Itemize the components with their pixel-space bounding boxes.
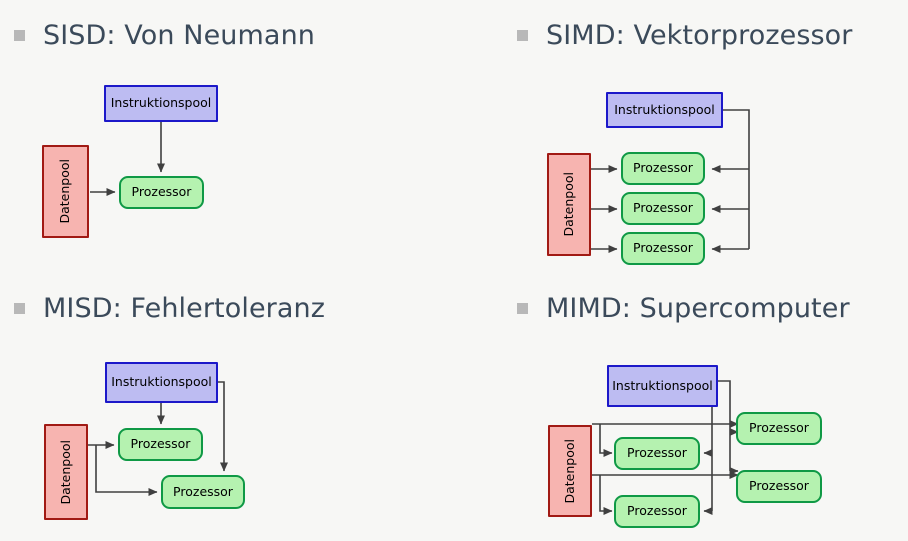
node-data-pool: Datenpool [44,424,88,520]
bullet-square-icon [517,30,528,41]
node-processor-1: Prozessor [621,152,705,185]
quadrant-mimd: MIMD: Supercomputer [454,271,908,541]
bullet-square-icon [14,30,25,41]
node-processor-outer-2-label: Prozessor [749,478,809,494]
node-instruction-pool: Instruktionspool [105,362,218,403]
node-processor-outer-2: Prozessor [736,470,822,503]
node-data-pool-label: Datenpool [560,172,576,237]
node-processor-outer-1: Prozessor [736,412,822,445]
node-processor-1-label: Prozessor [131,184,192,200]
heading-sisd-label: SISD: Von Neumann [43,20,315,51]
node-instruction-pool-label: Instruktionspool [110,95,212,111]
node-processor-inner-1-label: Prozessor [627,445,687,461]
node-processor-2-label: Prozessor [173,483,233,499]
node-processor-3: Prozessor [621,232,705,265]
node-processor-1: Prozessor [118,428,203,461]
node-data-pool: Datenpool [548,425,592,517]
bullet-square-icon [14,303,25,314]
node-processor-outer-1-label: Prozessor [749,420,809,436]
node-processor-1: Prozessor [119,176,204,209]
node-instruction-pool-label: Instruktionspool [614,101,715,117]
quadrant-misd: MISD: Fehlertoleranz Instruktions [0,271,454,541]
node-data-pool-label: Datenpool [57,439,73,505]
bullet-square-icon [517,303,528,314]
node-processor-1-label: Prozessor [633,160,693,176]
node-instruction-pool: Instruktionspool [607,365,718,407]
quadrant-sisd: SISD: Von Neumann Instruktionspool Daten… [0,0,454,270]
node-processor-2: Prozessor [621,192,705,225]
node-data-pool-label: Datenpool [57,159,73,224]
node-instruction-pool: Instruktionspool [606,92,723,128]
node-processor-3-label: Prozessor [633,240,693,256]
heading-mimd-label: MIMD: Supercomputer [546,293,850,324]
heading-sisd: SISD: Von Neumann [14,22,315,49]
heading-simd: SIMD: Vektorprozessor [517,22,853,49]
heading-misd-label: MISD: Fehlertoleranz [43,293,326,324]
heading-mimd: MIMD: Supercomputer [517,295,850,322]
heading-misd: MISD: Fehlertoleranz [14,295,325,322]
node-data-pool: Datenpool [547,153,591,256]
node-instruction-pool: Instruktionspool [104,85,218,122]
node-instruction-pool-label: Instruktionspool [111,374,212,390]
node-processor-inner-2: Prozessor [614,495,700,528]
node-data-pool: Datenpool [42,145,89,238]
node-processor-2: Prozessor [161,475,245,509]
node-processor-2-label: Prozessor [633,200,693,216]
node-processor-inner-2-label: Prozessor [627,503,687,519]
node-processor-1-label: Prozessor [130,436,191,452]
node-processor-inner-1: Prozessor [614,437,700,470]
quadrant-simd: SIMD: Vektorprozessor In [454,0,908,270]
node-data-pool-label: Datenpool [561,438,577,504]
heading-simd-label: SIMD: Vektorprozessor [546,20,853,51]
node-instruction-pool-label: Instruktionspool [612,377,713,393]
